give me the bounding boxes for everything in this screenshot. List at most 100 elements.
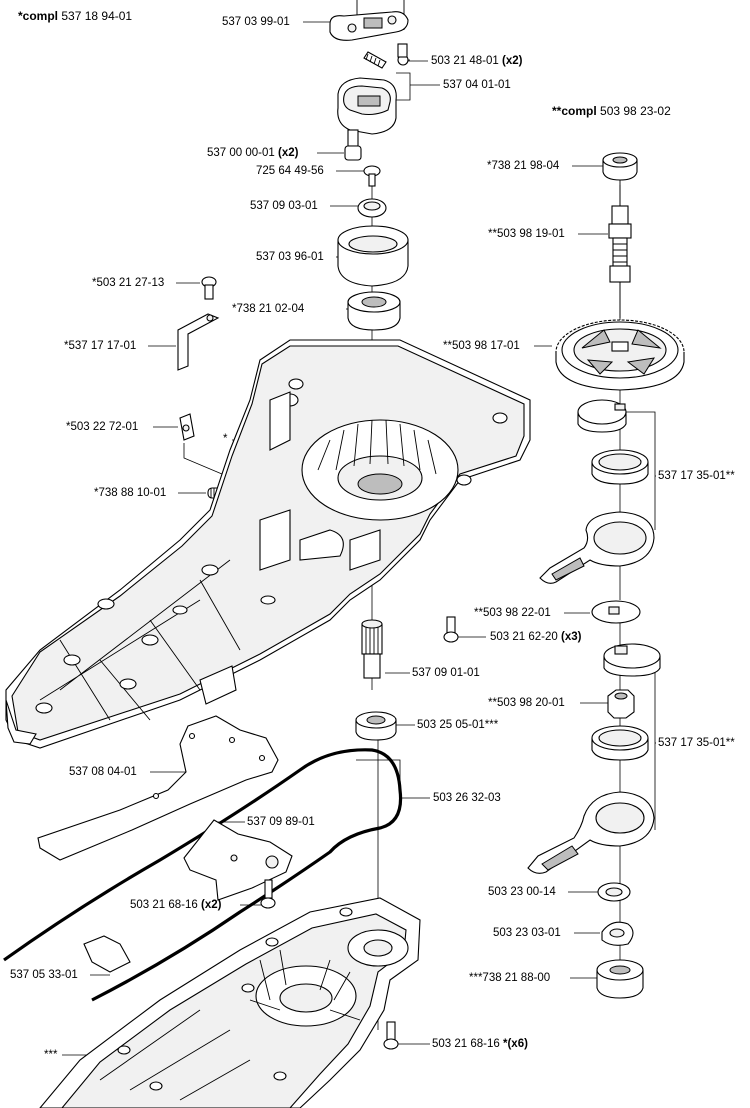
gasket-part [37,715,279,861]
part-number: *503 21 27-13 [92,277,165,289]
needle-bearing-part [591,449,649,485]
small-bearing-part [602,152,638,181]
cam-disc-part [577,399,627,433]
clip-washer-part [601,921,634,946]
part-label: 503 26 32-03 [433,792,501,805]
part-quantity: (x2) [502,55,523,67]
part-number: 537 00 00-01 [207,147,275,159]
part-label: 503 21 68-16 (x2) [130,899,221,912]
part-label: **503 98 22-01 [474,607,551,620]
clip-part [179,413,195,441]
part-label: 537 09 89-01 [247,816,315,829]
block-part [83,935,131,973]
part-number: 503 23 00-14 [488,886,556,898]
part-number: 725 64 49-56 [256,165,324,177]
bearing-part-2 [355,711,397,741]
screw-part-4 [443,616,459,643]
link-plate-part [329,0,409,41]
screw-part-6 [383,1021,399,1050]
part-number: 537 04 01-01 [443,79,511,91]
part-number: 537 17 35-01** [658,470,735,482]
part-number: 537 09 03-01 [250,200,318,212]
compl-right-prefix: **compl [552,104,597,118]
part-label: *738 21 02-04 [232,303,304,316]
part-number: *738 21 98-04 [487,160,560,172]
part-number: **503 98 17-01 [443,340,520,352]
part-label: 537 05 33-01 [10,969,78,982]
part-number: 503 21 62-20 [490,631,558,643]
bearing-part [347,291,401,331]
part-label: 503 23 00-14 [488,886,556,899]
part-number: 537 17 35-01** [658,737,735,749]
part-number: 503 25 05-01*** [417,719,499,731]
part-label: *503 22 72-01 [66,421,138,434]
shaft-part [608,180,632,318]
part-number: 503 21 68-16 [432,1038,500,1050]
complete-assembly-left: *compl 537 18 94-01 [18,9,132,23]
part-label: 537 17 35-01** [658,470,735,483]
part-number: 537 03 96-01 [256,251,324,263]
part-number: **503 98 22-01 [474,607,551,619]
part-label: 503 21 62-20 (x3) [490,631,581,644]
spur-gear-part [555,319,685,391]
part-label: 537 17 35-01** [658,737,735,750]
part-label: **503 98 19-01 [488,228,565,241]
gear-housing-part [5,339,531,749]
compl-left-prefix: *compl [18,9,59,23]
cup-part [337,225,409,287]
seal-bearing-part [596,959,644,999]
part-number: 503 23 03-01 [493,927,561,939]
part-quantity: *(x6) [503,1038,528,1050]
part-label: 725 64 49-56 [256,165,324,178]
part-label: 537 09 01-01 [412,667,480,680]
part-label: **503 98 17-01 [443,340,520,353]
part-label: 537 08 04-01 [69,766,137,779]
part-quantity: (x2) [201,899,222,911]
screw-part-3 [201,276,217,300]
cam-disc-part-3 [603,643,661,677]
part-label: 503 21 68-16 *(x6) [432,1038,528,1051]
part-label: 537 03 99-01 [222,16,290,29]
part-number: *738 88 10-01 [94,487,167,499]
part-number: 537 05 33-01 [10,969,78,981]
part-number: 537 03 99-01 [222,16,290,28]
connecting-rod-part [539,511,655,584]
part-number: 503 26 32-03 [433,792,501,804]
washer-part [357,198,387,218]
part-number: *503 22 72-01 [66,421,139,433]
part-label: 503 25 05-01*** [417,719,498,732]
part-number: 537 09 89-01 [247,816,315,828]
screw-part [363,43,409,69]
part-label: ***738 21 88-00 [469,972,550,985]
part-number: 503 21 68-16 [130,899,198,911]
part-label: 537 03 96-01 [256,251,324,264]
sealing-strip-part [3,748,403,1002]
washer-part-2 [597,882,631,902]
compl-right-number: 503 98 23-02 [600,104,671,118]
part-label: *738 21 98-04 [487,160,559,173]
part-label: * [223,433,227,446]
screw-part-5 [260,879,276,909]
screw-part-2 [344,129,362,161]
part-number: 537 08 04-01 [69,766,137,778]
part-label: 537 00 00-01 (x2) [207,147,298,160]
part-number: 537 09 01-01 [412,667,480,679]
part-label: *** [44,1049,57,1062]
cam-disc-part-2 [591,600,641,624]
bracket-part [177,313,220,371]
part-number: 503 21 48-01 [431,55,499,67]
lower-cover-part [39,897,421,1108]
part-quantity: (x3) [561,631,582,643]
part-label: 537 04 01-01 [443,79,511,92]
part-number: * [223,433,228,445]
part-label: *738 88 10-01 [94,487,166,500]
compl-left-number: 537 18 94-01 [61,9,133,23]
part-number: *** [44,1049,58,1061]
part-number: ***738 21 88-00 [469,972,551,984]
part-number: **503 98 20-01 [488,697,565,709]
pinion-part [361,619,383,679]
complete-assembly-right: **compl 503 98 23-02 [552,104,671,118]
part-label: *503 21 27-13 [92,277,164,290]
part-label: *537 17 17-01 [64,340,136,353]
